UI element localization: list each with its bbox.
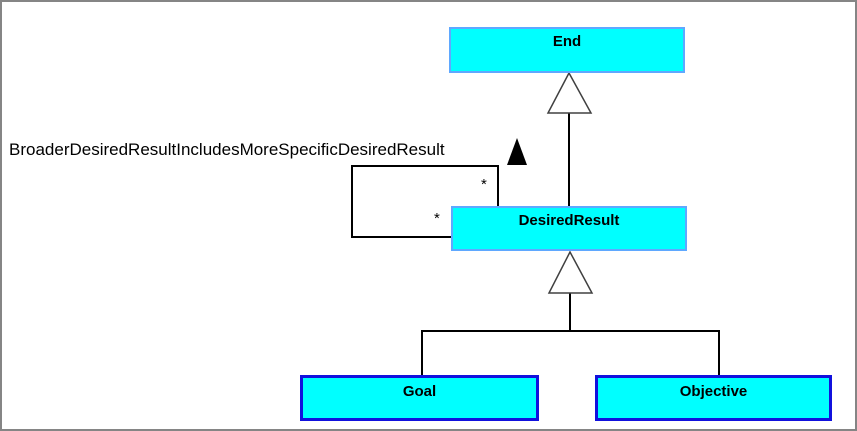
class-box-desiredresult[interactable]: DesiredResult <box>451 206 687 251</box>
multiplicity-label-source: * <box>434 210 440 227</box>
generalization-arrow-end-icon[interactable] <box>546 71 593 114</box>
class-box-goal[interactable]: Goal <box>300 375 539 421</box>
association-name-label: BroaderDesiredResultIncludesMoreSpecific… <box>9 140 445 159</box>
association-direction-arrow-icon <box>507 138 527 165</box>
class-box-objective[interactable]: Objective <box>595 375 832 421</box>
self-association-loop-desiredresult[interactable] <box>351 165 499 238</box>
multiplicity-label-target: * <box>481 176 487 193</box>
generalization-tree-connector[interactable] <box>421 330 720 376</box>
class-name-goal: Goal <box>402 383 437 400</box>
class-box-end[interactable]: End <box>449 27 685 73</box>
class-name-desiredresult: DesiredResult <box>518 212 620 229</box>
class-name-objective: Objective <box>679 383 748 400</box>
class-name-end: End <box>552 33 582 50</box>
generalization-arrow-desiredresult-icon[interactable] <box>547 250 594 294</box>
